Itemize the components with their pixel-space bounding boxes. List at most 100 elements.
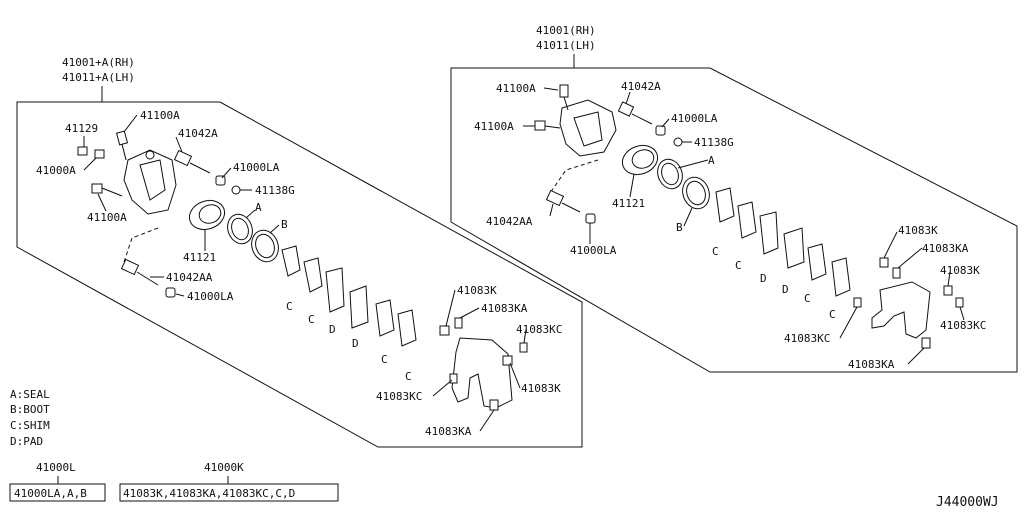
left-bleeder: [145, 150, 155, 160]
kit-41000k-box: [119, 483, 339, 502]
legend: A:SEAL B:BOOT C:SHIM D:PAD: [10, 388, 50, 448]
right-label-boot-b: B: [676, 221, 683, 234]
right-label-41083kc-left: 41083KC: [784, 332, 830, 345]
left-bracket: [451, 337, 513, 409]
left-header-rh: 41001+A(RH): [62, 56, 135, 69]
left-label-shim-c1: C: [286, 300, 293, 313]
right-clip-41083kc-right: [955, 297, 964, 308]
right-label-41042a: 41042A: [621, 80, 661, 93]
right-seal-a-inner: [661, 162, 679, 186]
left-label-41042aa: 41042AA: [166, 271, 213, 284]
left-label-41083kc-left: 41083KC: [376, 390, 422, 403]
right-pin-41042aa-head: [545, 189, 565, 207]
left-label-shim-c3: C: [381, 353, 388, 366]
right-bolt-41100a-mid: [534, 120, 546, 131]
left-clip-41083ka-bot: [489, 399, 499, 411]
right-label-41083ka-top: 41083KA: [922, 242, 969, 255]
left-label-41000la-top: 41000LA: [233, 161, 280, 174]
right-piston-inner: [631, 149, 655, 169]
left-leaders: [83, 114, 527, 432]
right-header-lh: 41011(LH): [536, 39, 596, 52]
right-bolt-41100a-top: [559, 84, 569, 98]
left-pad-d2: [349, 285, 369, 329]
right-label-41100a-mid: 41100A: [474, 120, 514, 133]
left-pin-41042a-shaft: [189, 162, 211, 174]
kit-41000l: 41000L 41000LA,A,B: [9, 461, 106, 502]
left-shim-c1: [281, 245, 301, 277]
legend-pad: D:PAD: [10, 435, 43, 448]
right-boot-b: [682, 176, 710, 210]
right-label-41042aa: 41042AA: [486, 215, 533, 228]
right-label-pad-d2: D: [782, 283, 789, 296]
right-caliper-group: 41001(RH) 41011(LH): [450, 24, 1018, 373]
kit-41000k-contents: 41083K,41083KA,41083KC,C,D: [123, 487, 295, 500]
right-group-frame: [450, 67, 1018, 373]
left-clip-41083k-top: [439, 325, 450, 336]
left-bolt-shank-bot: [101, 187, 123, 197]
right-boot-41000la-top: [655, 125, 666, 136]
right-label-41000la-top: 41000LA: [671, 112, 718, 125]
right-label-shim-c2: C: [735, 259, 742, 272]
right-header-rh: 41001(RH): [536, 24, 596, 37]
right-label-41138g: 41138G: [694, 136, 734, 149]
left-piston-inner: [198, 204, 222, 224]
left-bolt-41100a-top: [115, 130, 129, 146]
left-label-seal-a: A: [255, 201, 262, 214]
right-label-shim-c1: C: [712, 245, 719, 258]
left-caliper-body: [123, 149, 177, 215]
left-header-lh: 41011+A(LH): [62, 71, 135, 84]
legend-boot: B:BOOT: [10, 403, 50, 416]
left-boot-b: [251, 229, 279, 263]
right-washer-41138g: [673, 137, 683, 147]
left-label-pad-d1: D: [329, 323, 336, 336]
right-clip-41083ka-bot: [921, 337, 931, 349]
left-seal-a: [227, 213, 253, 245]
right-clip-41083kc-left: [853, 297, 862, 308]
right-shim-c1: [715, 187, 735, 223]
left-washer-41138g: [231, 185, 241, 195]
right-boot-41000la-bot: [585, 213, 596, 224]
left-label-41083ka-top: 41083KA: [481, 302, 528, 315]
right-clip-41083ka-top: [892, 267, 901, 279]
right-clip-41083k-top: [879, 257, 889, 268]
left-clip-41083ka-top: [454, 317, 463, 329]
right-label-41083k-top: 41083K: [898, 224, 938, 237]
left-label-boot-b: B: [281, 218, 288, 231]
legend-seal: A:SEAL: [10, 388, 50, 401]
left-group-frame: [16, 101, 583, 448]
left-shim-c3: [375, 299, 395, 337]
left-label-41100a-bot: 41100A: [87, 211, 127, 224]
left-boot-41000la-bot: [165, 287, 176, 298]
left-clip-41083kc-right: [519, 342, 528, 353]
left-piston-41121: [188, 199, 226, 231]
right-caliper-detail: [573, 111, 603, 147]
left-shim-c2: [303, 257, 323, 293]
left-label-41083ka-bot: 41083KA: [425, 425, 472, 438]
left-label-41083k-right: 41083K: [521, 382, 561, 395]
left-label-pad-d2: D: [352, 337, 359, 350]
kit-41000l-code: 41000L: [36, 461, 76, 474]
right-pad-d2: [783, 227, 805, 269]
left-clip-41083k-right: [502, 355, 513, 366]
right-pin-41042aa-shaft: [561, 202, 581, 213]
left-clip-41083kc-left: [449, 373, 458, 384]
right-pad-d1: [759, 211, 779, 255]
left-pin-dashed-guide: [123, 227, 159, 263]
left-bolt-shank-top: [121, 143, 127, 161]
right-label-41083kc-right: 41083KC: [940, 319, 986, 332]
left-pin-41042a-head: [173, 149, 193, 167]
right-shim-c3: [807, 243, 827, 281]
right-shim-c4: [831, 257, 851, 297]
left-label-41042a: 41042A: [178, 127, 218, 140]
right-pin-41042a-shaft: [631, 113, 653, 125]
left-shim-c4: [397, 309, 417, 347]
left-caliper-group: 41001+A(RH) 41011+A(LH): [16, 56, 583, 448]
right-shim-c2: [737, 201, 757, 239]
left-label-41000la-bot: 41000LA: [187, 290, 234, 303]
left-caliper-detail: [139, 159, 166, 201]
right-label-shim-c4: C: [829, 308, 836, 321]
left-pad-d1: [325, 267, 345, 313]
kit-41000l-contents: 41000LA,A,B: [14, 487, 87, 500]
right-label-41100a-top: 41100A: [496, 82, 536, 95]
